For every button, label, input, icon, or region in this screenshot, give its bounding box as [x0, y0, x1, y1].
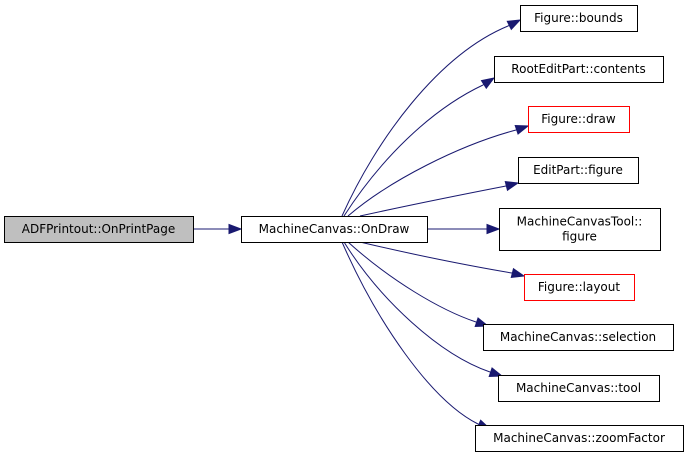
edge-ondraw-to-draw	[347, 129, 517, 217]
arrowhead	[480, 77, 496, 90]
node-box	[518, 157, 639, 184]
node-label: MachineCanvasTool::	[517, 215, 643, 229]
edge-ondraw-to-zoom	[341, 241, 479, 425]
node-box	[520, 5, 638, 32]
node-bounds[interactable]: Figure::bounds	[520, 5, 638, 32]
node-box	[499, 208, 661, 251]
node-ondraw[interactable]: MachineCanvas::OnDraw	[241, 216, 428, 243]
node-label: Figure::bounds	[534, 11, 623, 25]
edge-ondraw-to-tool	[343, 241, 491, 373]
node-box	[498, 375, 660, 402]
edge-ondraw-to-figure	[359, 185, 507, 217]
node-label: MachineCanvas::zoomFactor	[493, 431, 665, 445]
arrowhead	[488, 367, 504, 378]
node-box	[524, 274, 635, 301]
node-box	[4, 216, 194, 243]
node-box	[475, 425, 684, 452]
node-figure[interactable]: EditPart::figure	[518, 157, 639, 184]
node-label: MachineCanvas::selection	[500, 330, 656, 344]
node-box	[528, 106, 630, 133]
arrowhead	[228, 223, 243, 235]
edge-ondraw-to-contents	[343, 84, 484, 217]
node-draw[interactable]: Figure::draw	[528, 106, 630, 133]
node-contents[interactable]: RootEditPart::contents	[494, 56, 664, 83]
node-zoom[interactable]: MachineCanvas::zoomFactor	[475, 425, 684, 452]
arrowhead	[504, 180, 520, 192]
node-label: RootEditPart::contents	[511, 62, 645, 76]
arrowhead	[510, 267, 526, 279]
node-label: EditPart::figure	[533, 163, 623, 177]
node-layout[interactable]: Figure::layout	[524, 274, 635, 301]
node-tool_figure[interactable]: MachineCanvasTool::figure	[499, 208, 661, 251]
node-selection[interactable]: MachineCanvas::selection	[483, 324, 674, 351]
arrowhead	[514, 124, 530, 135]
arrowhead	[506, 19, 522, 31]
edge-ondraw-to-layout	[359, 241, 513, 274]
node-label: ADFPrintout::OnPrintPage	[22, 222, 175, 236]
edge-ondraw-to-selection	[347, 241, 477, 323]
node-ondraw_caller[interactable]: ADFPrintout::OnPrintPage	[4, 216, 194, 243]
node-label: Figure::draw	[541, 112, 616, 126]
node-label: figure	[562, 230, 597, 244]
node-label: MachineCanvas::OnDraw	[259, 222, 410, 236]
node-label: Figure::layout	[538, 280, 620, 294]
node-box	[483, 324, 674, 351]
node-tool[interactable]: MachineCanvas::tool	[498, 375, 660, 402]
node-box	[494, 56, 664, 83]
call-nodes: ADFPrintout::OnPrintPage MachineCanvas::O…	[4, 5, 684, 452]
node-box	[241, 216, 428, 243]
arrowhead	[486, 223, 501, 235]
node-label: MachineCanvas::tool	[516, 381, 641, 395]
edge-ondraw-to-bounds	[341, 25, 509, 217]
